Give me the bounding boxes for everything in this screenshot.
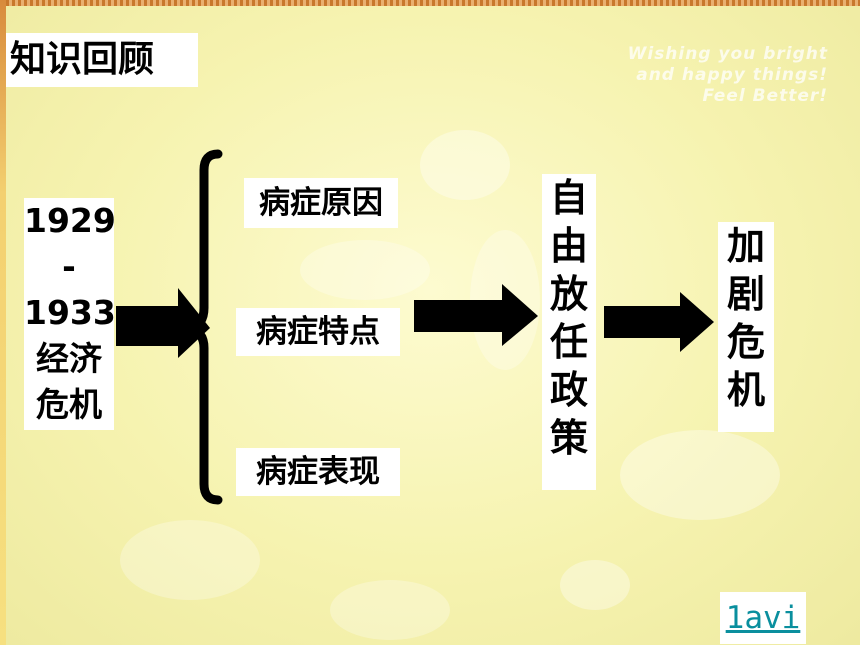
policy-char: 放 [549,272,588,316]
result-char: 机 [726,368,765,412]
policy-box: 自 由 放 任 政 策 [542,174,596,490]
slide-title: 知识回顾 [6,33,198,87]
crisis-line: 危机 [36,385,102,424]
symptom-feature: 病症特点 [236,308,400,356]
background-decoration [300,240,430,300]
result-char: 剧 [726,272,765,316]
result-char: 加 [726,224,765,268]
crisis-line: 1929 [24,201,116,240]
crisis-line: 经济 [36,339,102,378]
result-char: 危 [726,320,765,364]
video-link[interactable]: 1avi [720,592,806,644]
background-decoration [620,430,780,520]
background-greeting: Wishing you bright and happy things! Fee… [627,44,828,106]
policy-char: 任 [549,320,588,364]
background-decoration [120,520,260,600]
background-decoration [330,580,450,640]
crisis-line: - [62,247,76,286]
curly-brace [188,149,223,505]
policy-char: 自 [549,176,588,220]
symptom-cause: 病症原因 [244,178,398,228]
arrow-symptoms-to-policy [414,284,538,346]
arrow-crisis-to-symptoms [116,288,210,358]
slide-border-top [0,0,860,6]
policy-char: 由 [549,224,588,268]
background-decoration [420,130,510,200]
slide-border-left [0,0,6,645]
arrow-policy-to-result [604,292,714,352]
result-box: 加 剧 危 机 [718,222,774,432]
policy-char: 策 [549,416,588,460]
crisis-line: 1933 [24,293,116,332]
crisis-box: 1929 - 1933 经济 危机 [24,198,116,430]
policy-char: 政 [549,368,588,412]
symptom-manifestation: 病症表现 [236,448,400,496]
background-decoration [560,560,630,610]
